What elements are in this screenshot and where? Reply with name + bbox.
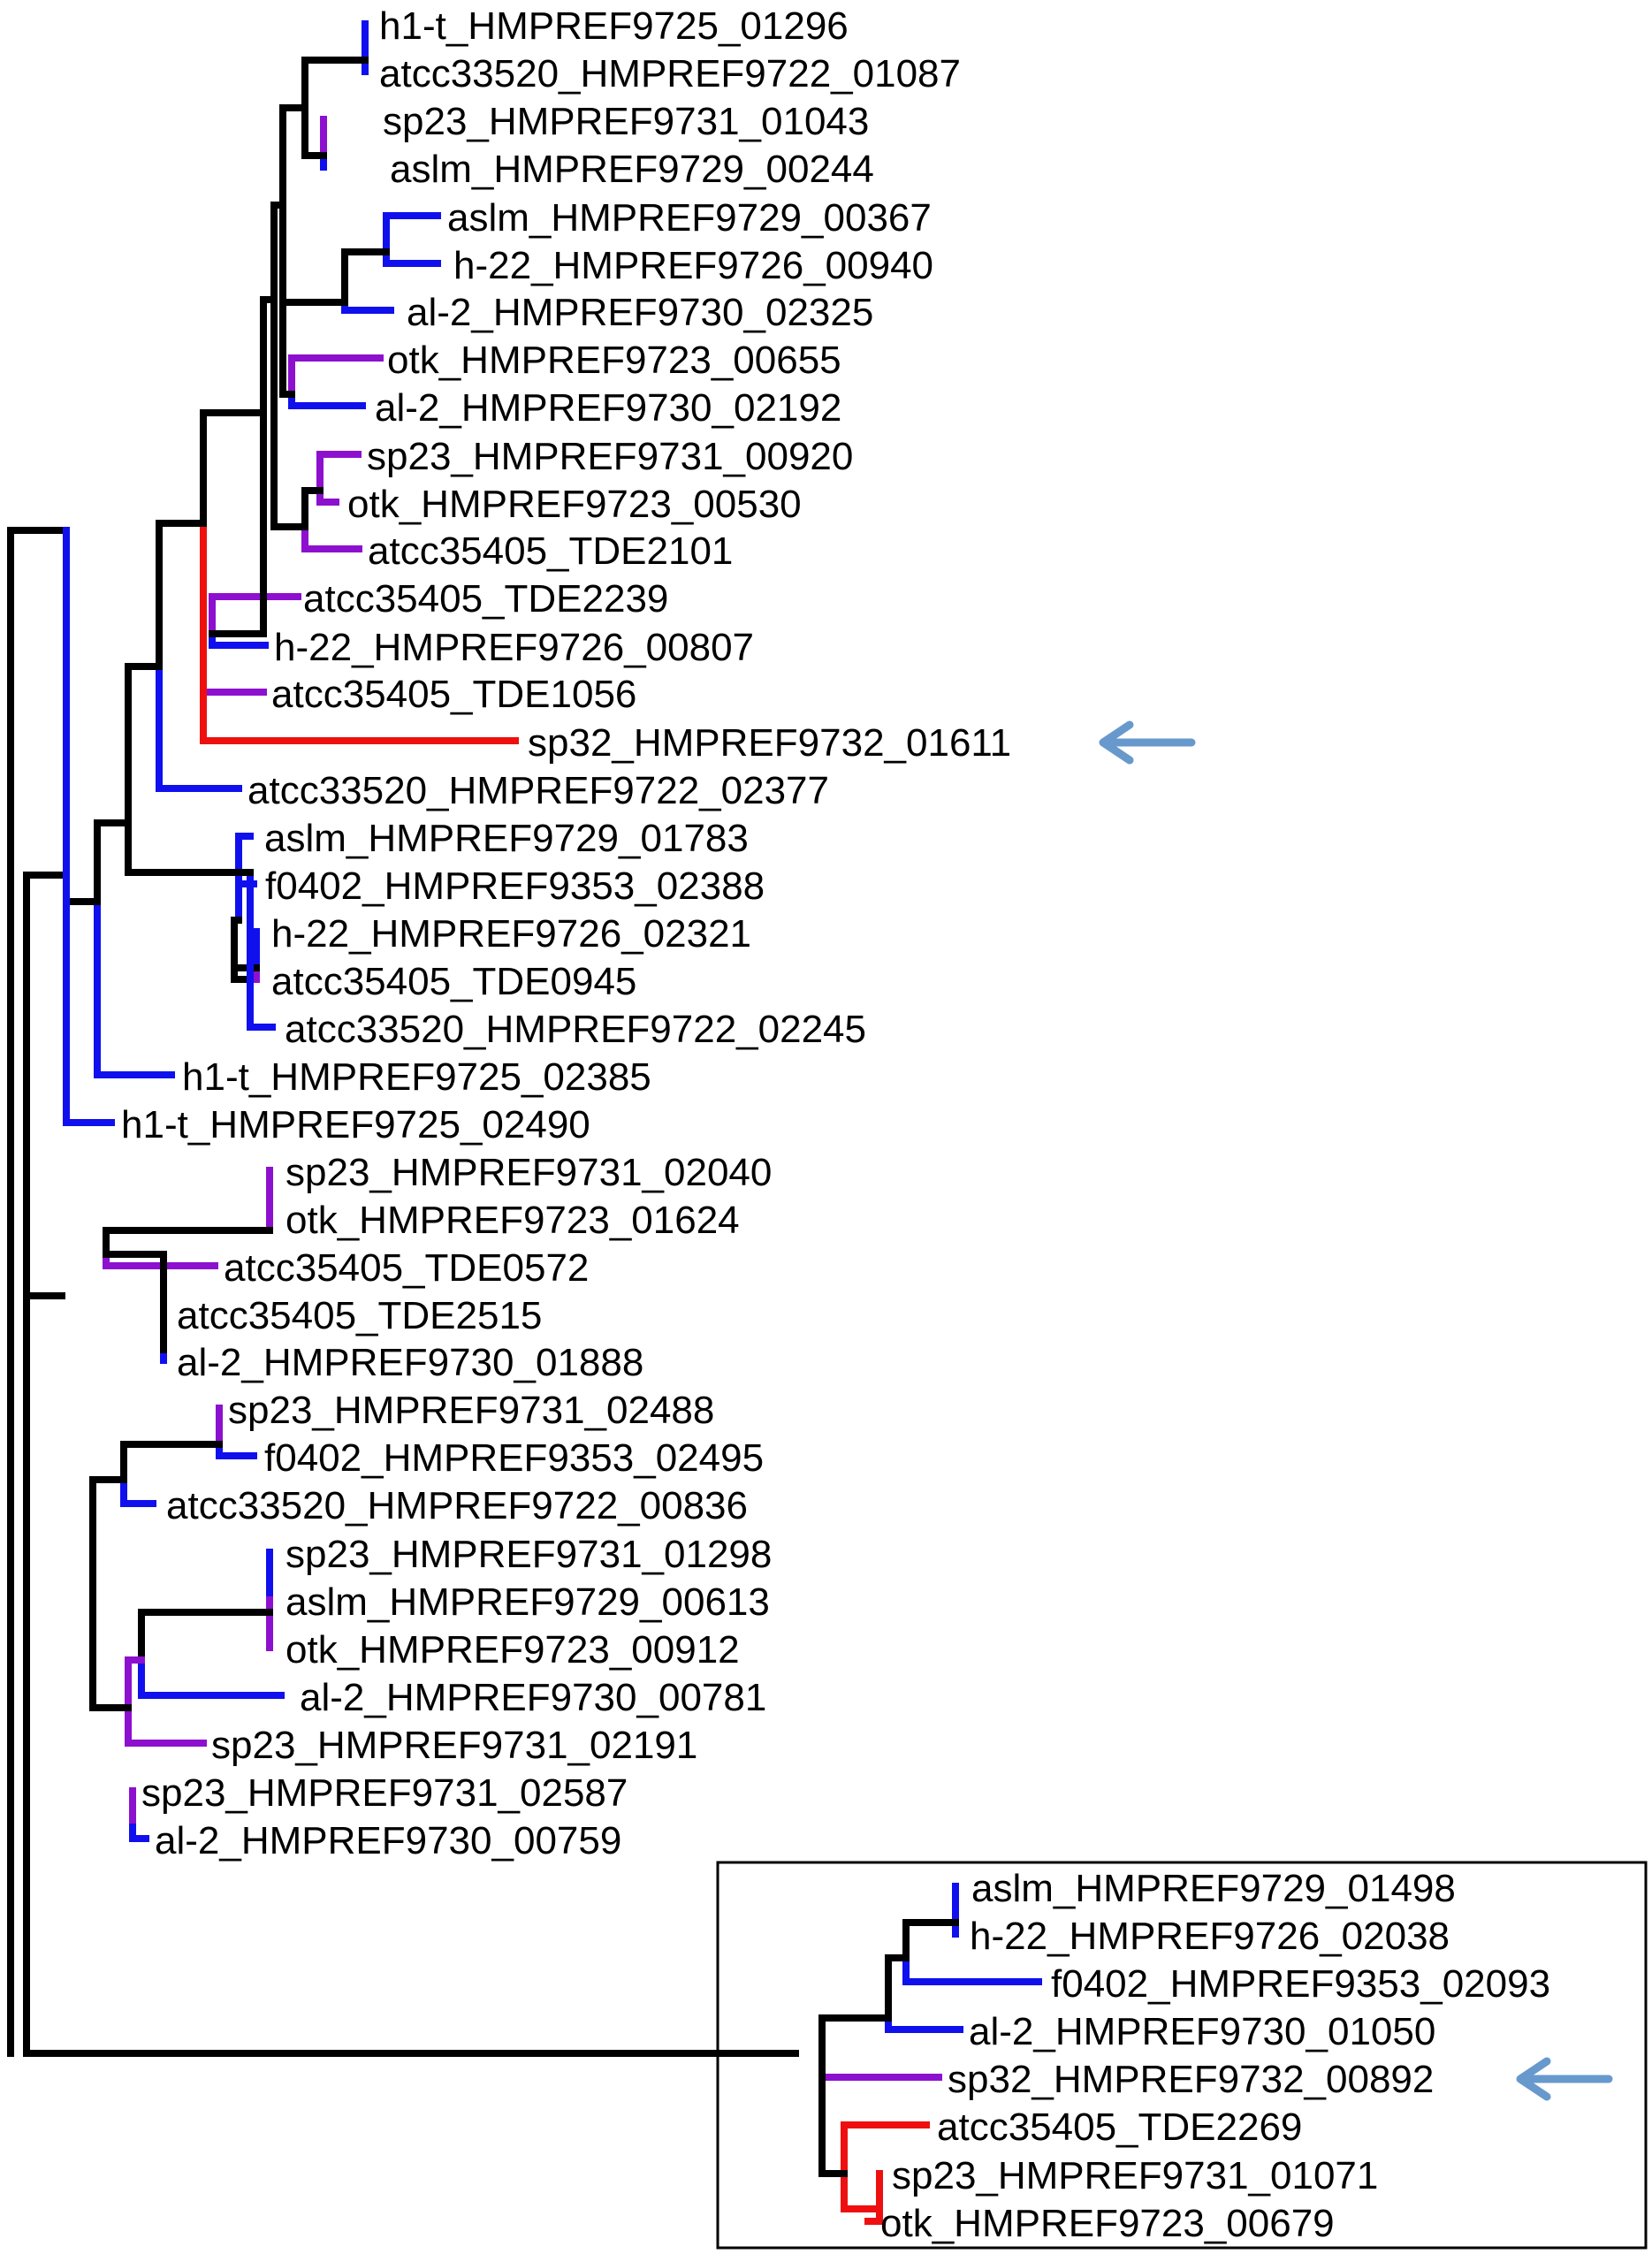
leaf-label-l42: f0402_HMPREF9353_02093	[1051, 1962, 1550, 2006]
leaf-label-l10: sp23_HMPREF9731_00920	[367, 435, 853, 478]
leaf-label-l7: al-2_HMPREF9730_02325	[407, 291, 873, 334]
leaf-label-l14: h-22_HMPREF9726_00807	[274, 626, 754, 669]
leaf-label-l24: h1-t_HMPREF9725_02490	[121, 1103, 590, 1146]
leaf-label-l36: al-2_HMPREF9730_00781	[300, 1676, 766, 1719]
box-outline	[716, 1861, 1648, 2250]
leaf-label-l15: atcc35405_TDE1056	[271, 673, 636, 716]
leaf-label-l27: atcc35405_TDE0572	[224, 1246, 589, 1290]
leaf-label-l46: sp23_HMPREF9731_01071	[892, 2154, 1378, 2197]
leaf-label-l39: al-2_HMPREF9730_00759	[155, 1819, 621, 1862]
leaf-label-l33: sp23_HMPREF9731_01298	[285, 1533, 772, 1576]
leaf-label-l34: aslm_HMPREF9729_00613	[285, 1580, 770, 1624]
leaf-label-l9: al-2_HMPREF9730_02192	[375, 386, 841, 430]
left-arrow-icon	[1099, 720, 1196, 765]
leaf-label-l13: atcc35405_TDE2239	[303, 577, 668, 621]
leaf-label-l25: sp23_HMPREF9731_02040	[285, 1151, 772, 1194]
leaf-label-l3: sp23_HMPREF9731_01043	[383, 100, 869, 143]
leaf-label-l23: h1-t_HMPREF9725_02385	[182, 1055, 651, 1099]
leaf-label-l26: otk_HMPREF9723_01624	[285, 1199, 740, 1242]
leaf-label-l2: atcc33520_HMPREF9722_01087	[379, 52, 961, 95]
leaf-label-l47: otk_HMPREF9723_00679	[880, 2202, 1335, 2245]
arrow-markers	[1099, 720, 1613, 2101]
leaf-label-l43: al-2_HMPREF9730_01050	[969, 2010, 1435, 2053]
tree-branches	[7, 20, 1042, 2225]
leaf-label-l12: atcc35405_TDE2101	[368, 529, 733, 573]
leaf-label-l37: sp23_HMPREF9731_02191	[211, 1724, 697, 1767]
leaf-label-l22: atcc33520_HMPREF9722_02245	[285, 1008, 866, 1051]
leaf-label-l41: h-22_HMPREF9726_02038	[970, 1915, 1450, 1958]
leaf-label-l1: h1-t_HMPREF9725_01296	[379, 4, 849, 48]
leaf-label-l40: aslm_HMPREF9729_01498	[971, 1867, 1456, 1910]
highlight-box	[716, 1861, 1648, 2250]
leaf-label-l32: atcc33520_HMPREF9722_00836	[166, 1484, 748, 1527]
leaf-label-l45: atcc35405_TDE2269	[937, 2106, 1302, 2149]
leaf-label-l30: sp23_HMPREF9731_02488	[228, 1389, 714, 1432]
leaf-label-l4: aslm_HMPREF9729_00244	[390, 148, 874, 191]
leaf-label-l31: f0402_HMPREF9353_02495	[264, 1436, 764, 1480]
leaf-label-l5: aslm_HMPREF9729_00367	[447, 196, 932, 240]
leaf-label-l28: atcc35405_TDE2515	[177, 1294, 542, 1337]
leaf-label-l18: aslm_HMPREF9729_01783	[264, 817, 749, 860]
leaf-label-l29: al-2_HMPREF9730_01888	[177, 1341, 643, 1384]
left-arrow-icon	[1516, 2057, 1613, 2101]
leaf-label-l44: sp32_HMPREF9732_00892	[948, 2058, 1434, 2101]
leaf-label-l8: otk_HMPREF9723_00655	[387, 339, 841, 382]
leaf-label-l19: f0402_HMPREF9353_02388	[265, 864, 765, 908]
leaf-label-l21: atcc35405_TDE0945	[271, 960, 636, 1003]
leaf-label-l16: sp32_HMPREF9732_01611	[528, 721, 1011, 765]
leaf-labels: h1-t_HMPREF9725_01296atcc33520_HMPREF972…	[121, 4, 1550, 2245]
leaf-label-l35: otk_HMPREF9723_00912	[285, 1628, 740, 1671]
leaf-label-l20: h-22_HMPREF9726_02321	[271, 912, 751, 956]
leaf-label-l17: atcc33520_HMPREF9722_02377	[247, 769, 829, 812]
leaf-label-l6: h-22_HMPREF9726_00940	[453, 244, 933, 287]
leaf-label-l38: sp23_HMPREF9731_02587	[141, 1771, 628, 1815]
leaf-label-l11: otk_HMPREF9723_00530	[347, 483, 802, 526]
